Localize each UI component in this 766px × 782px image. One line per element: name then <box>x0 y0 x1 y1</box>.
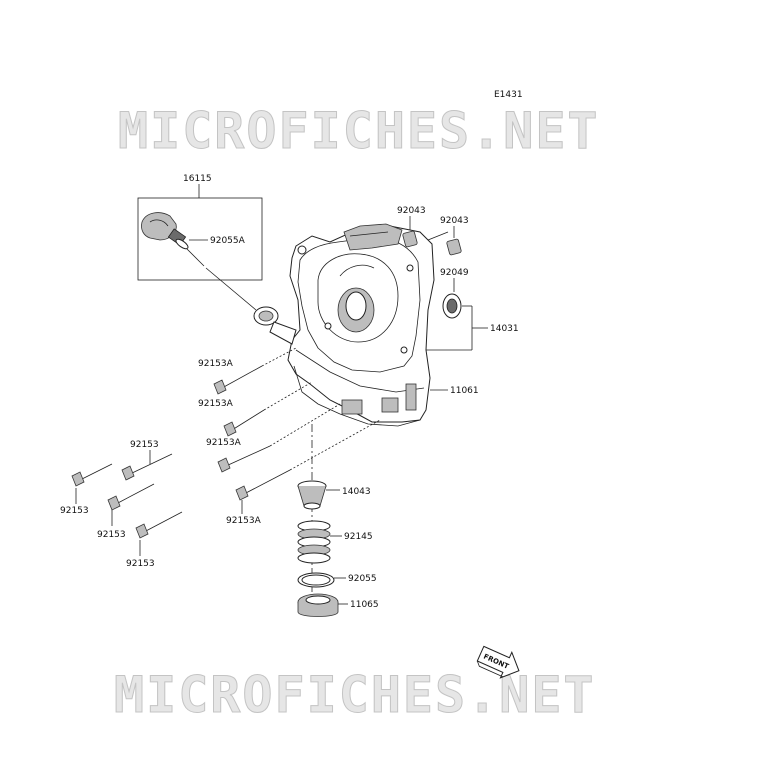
o-ring-92055 <box>297 572 346 588</box>
crankcase-cover <box>253 223 435 427</box>
callout-box-16115 <box>137 197 263 281</box>
label-14043: 14043 <box>342 487 371 497</box>
label-92153A-4: 92153A <box>226 516 262 526</box>
label-11065: 11065 <box>350 600 379 610</box>
watermark-top: MICROFICHES.NET <box>118 102 600 160</box>
label-16115: 16115 <box>183 174 212 184</box>
oil-seal <box>442 278 462 319</box>
bolt-92153A-3 <box>217 403 341 473</box>
label-92153A-2: 92153A <box>198 399 234 409</box>
bolt-92153A-2 <box>223 381 313 437</box>
bolt-92153-4 <box>135 511 183 556</box>
o-ring-92055A <box>175 238 189 250</box>
bolt-92153A-4 <box>235 419 381 514</box>
label-14031: 14031 <box>490 324 519 334</box>
label-92153-1: 92153 <box>130 440 159 450</box>
label-11061: 11061 <box>450 386 479 396</box>
dowel-pin-left <box>402 216 418 248</box>
label-92153-2: 92153 <box>60 506 89 516</box>
drain-plug <box>297 593 348 617</box>
bolt-92153-3 <box>107 483 155 526</box>
oil-strainer <box>297 480 340 510</box>
label-92049: 92049 <box>440 268 469 278</box>
label-92153-4: 92153 <box>126 559 155 569</box>
label-92145: 92145 <box>344 532 373 542</box>
dowel-pin-right <box>446 226 462 256</box>
oil-filler-cap-group <box>137 184 263 311</box>
label-92055A: 92055A <box>210 236 246 246</box>
label-92043-left: 92043 <box>397 206 426 216</box>
front-arrow: FRONT <box>476 645 520 679</box>
ref-code: E1431 <box>494 90 523 100</box>
bolt-92153A-1 <box>213 347 297 395</box>
spring <box>297 520 342 564</box>
label-92043-right: 92043 <box>440 216 469 226</box>
label-92153A-3: 92153A <box>206 438 242 448</box>
bolt-92153-2 <box>121 450 173 481</box>
label-92055: 92055 <box>348 574 377 584</box>
label-92153A-1: 92153A <box>198 359 234 369</box>
bracket-14031 <box>426 231 488 351</box>
watermark-bottom: MICROFICHES.NET <box>114 666 596 724</box>
bolt-92153-1 <box>71 463 113 504</box>
label-92153-3: 92153 <box>97 530 126 540</box>
